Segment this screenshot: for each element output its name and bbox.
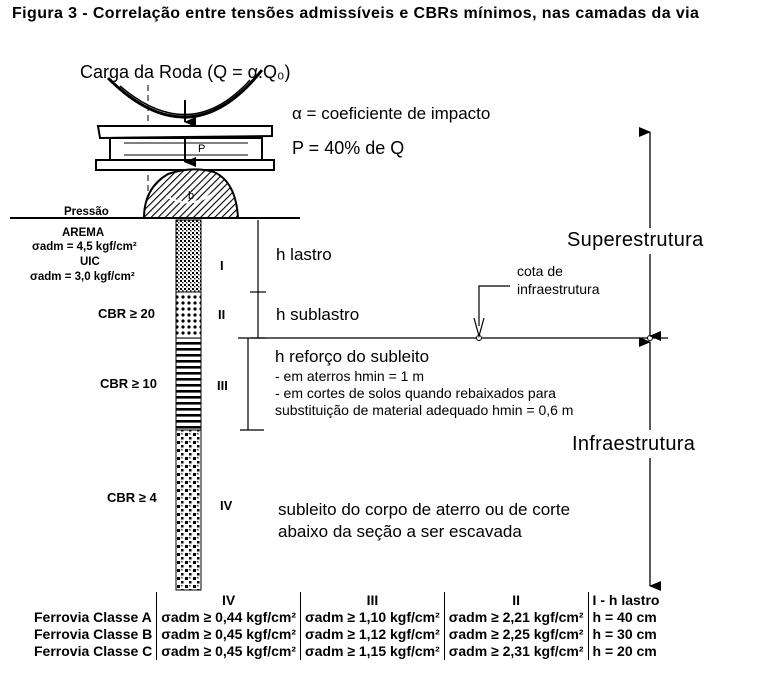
table-row: Ferrovia Classe A σadm ≥ 0,44 kgf/cm² σa…: [30, 609, 664, 626]
table-row: Ferrovia Classe C σadm ≥ 0,45 kgf/cm² σa…: [30, 643, 664, 660]
subleito-label-1: subleito do corpo de aterro ou de corte: [278, 500, 571, 519]
table-header-cell: [30, 592, 157, 609]
table-header-cell: II: [443, 592, 589, 609]
table-cell: σadm ≥ 2,21 kgf/cm²: [443, 609, 589, 626]
table-cell: σadm ≥ 0,44 kgf/cm²: [156, 609, 301, 626]
wheel-inner: [119, 79, 251, 116]
layer-roman-iv: IV: [220, 498, 233, 513]
cota-label-1: cota de: [517, 263, 563, 279]
h-lastro-label: h lastro: [276, 245, 332, 264]
table-cell: Ferrovia Classe B: [34, 626, 153, 642]
b-symbol: b: [188, 190, 195, 202]
figure-title: Figura 3 - Correlação entre tensões admi…: [12, 5, 700, 22]
wheel-outline: [106, 69, 264, 119]
table-header-cell: I - h lastro: [587, 592, 664, 609]
dimension-lines: [240, 220, 266, 431]
pressure-label: Pressão: [64, 206, 109, 218]
subleito-label-2: abaixo da seção a ser escavada: [278, 522, 522, 541]
table-cell: σadm ≥ 1,15 kgf/cm²: [300, 643, 445, 660]
table-cell: Ferrovia Classe C: [34, 643, 153, 659]
layer-subleito: [175, 429, 202, 591]
layer-ballast: [175, 219, 202, 293]
table-header-cell: III: [300, 592, 445, 609]
table-cell: h = 20 cm: [587, 643, 664, 660]
table-cell: σadm ≥ 1,10 kgf/cm²: [300, 609, 445, 626]
layer-sublastro: [175, 291, 202, 339]
layer-roman-ii: II: [218, 307, 226, 322]
arema-value: σadm = 4,5 kgf/cm²: [32, 241, 137, 253]
layer-roman-i: I: [220, 258, 224, 273]
p-label: P = 40% de Q: [292, 138, 405, 158]
wheel-load-label: Carga da Roda (Q = α.Q₀): [80, 62, 291, 82]
table-row: Ferrovia Classe B σadm ≥ 0,45 kgf/cm² σa…: [30, 626, 664, 643]
superestrutura-label: Superestrutura: [567, 229, 704, 251]
alpha-label: α = coeficiente de impacto: [292, 104, 491, 123]
uic-label: UIC: [80, 256, 100, 268]
uic-value: σadm = 3,0 kgf/cm²: [30, 271, 135, 283]
arema-label: AREMA: [62, 227, 105, 239]
class-table: IV III II I - h lastro Ferrovia Classe A…: [30, 592, 664, 660]
cota-label-2: infraestrutura: [517, 281, 600, 297]
infraestrutura-label: Infraestrutura: [572, 433, 696, 455]
p-symbol: P: [198, 143, 206, 155]
table-cell: σadm ≥ 1,12 kgf/cm²: [300, 626, 445, 643]
table-header-row: IV III II I - h lastro: [30, 592, 664, 609]
table-cell: σadm ≥ 0,45 kgf/cm²: [156, 643, 301, 660]
table-cell: h = 30 cm: [587, 626, 664, 643]
h-sublastro-label: h sublastro: [276, 305, 360, 324]
cbr-sublastro: CBR ≥ 20: [98, 306, 155, 321]
table-cell: σadm ≥ 2,25 kgf/cm²: [443, 626, 589, 643]
table-header-cell: IV: [156, 592, 301, 609]
layer-roman-iii: III: [217, 378, 228, 393]
h-reforco-label: h reforço do subleito: [275, 347, 430, 366]
cbr-reforco: CBR ≥ 10: [100, 376, 157, 391]
reforco-note-3: substituição de material adequado hmin =…: [275, 402, 574, 418]
layer-reforco: [175, 337, 202, 431]
reforco-note-1: - em aterros hmin = 1 m: [275, 368, 424, 384]
table-cell: σadm ≥ 0,45 kgf/cm²: [156, 626, 301, 643]
table-cell: h = 40 cm: [587, 609, 664, 626]
cota-pointer: [478, 285, 510, 326]
table-cell: Ferrovia Classe A: [34, 609, 152, 625]
cbr-subleito: CBR ≥ 4: [107, 490, 157, 505]
pressure-bulb: [142, 168, 240, 219]
reforco-note-2: - em cortes de solos quando rebaixados p…: [275, 385, 556, 401]
table-cell: σadm ≥ 2,31 kgf/cm²: [443, 643, 589, 660]
